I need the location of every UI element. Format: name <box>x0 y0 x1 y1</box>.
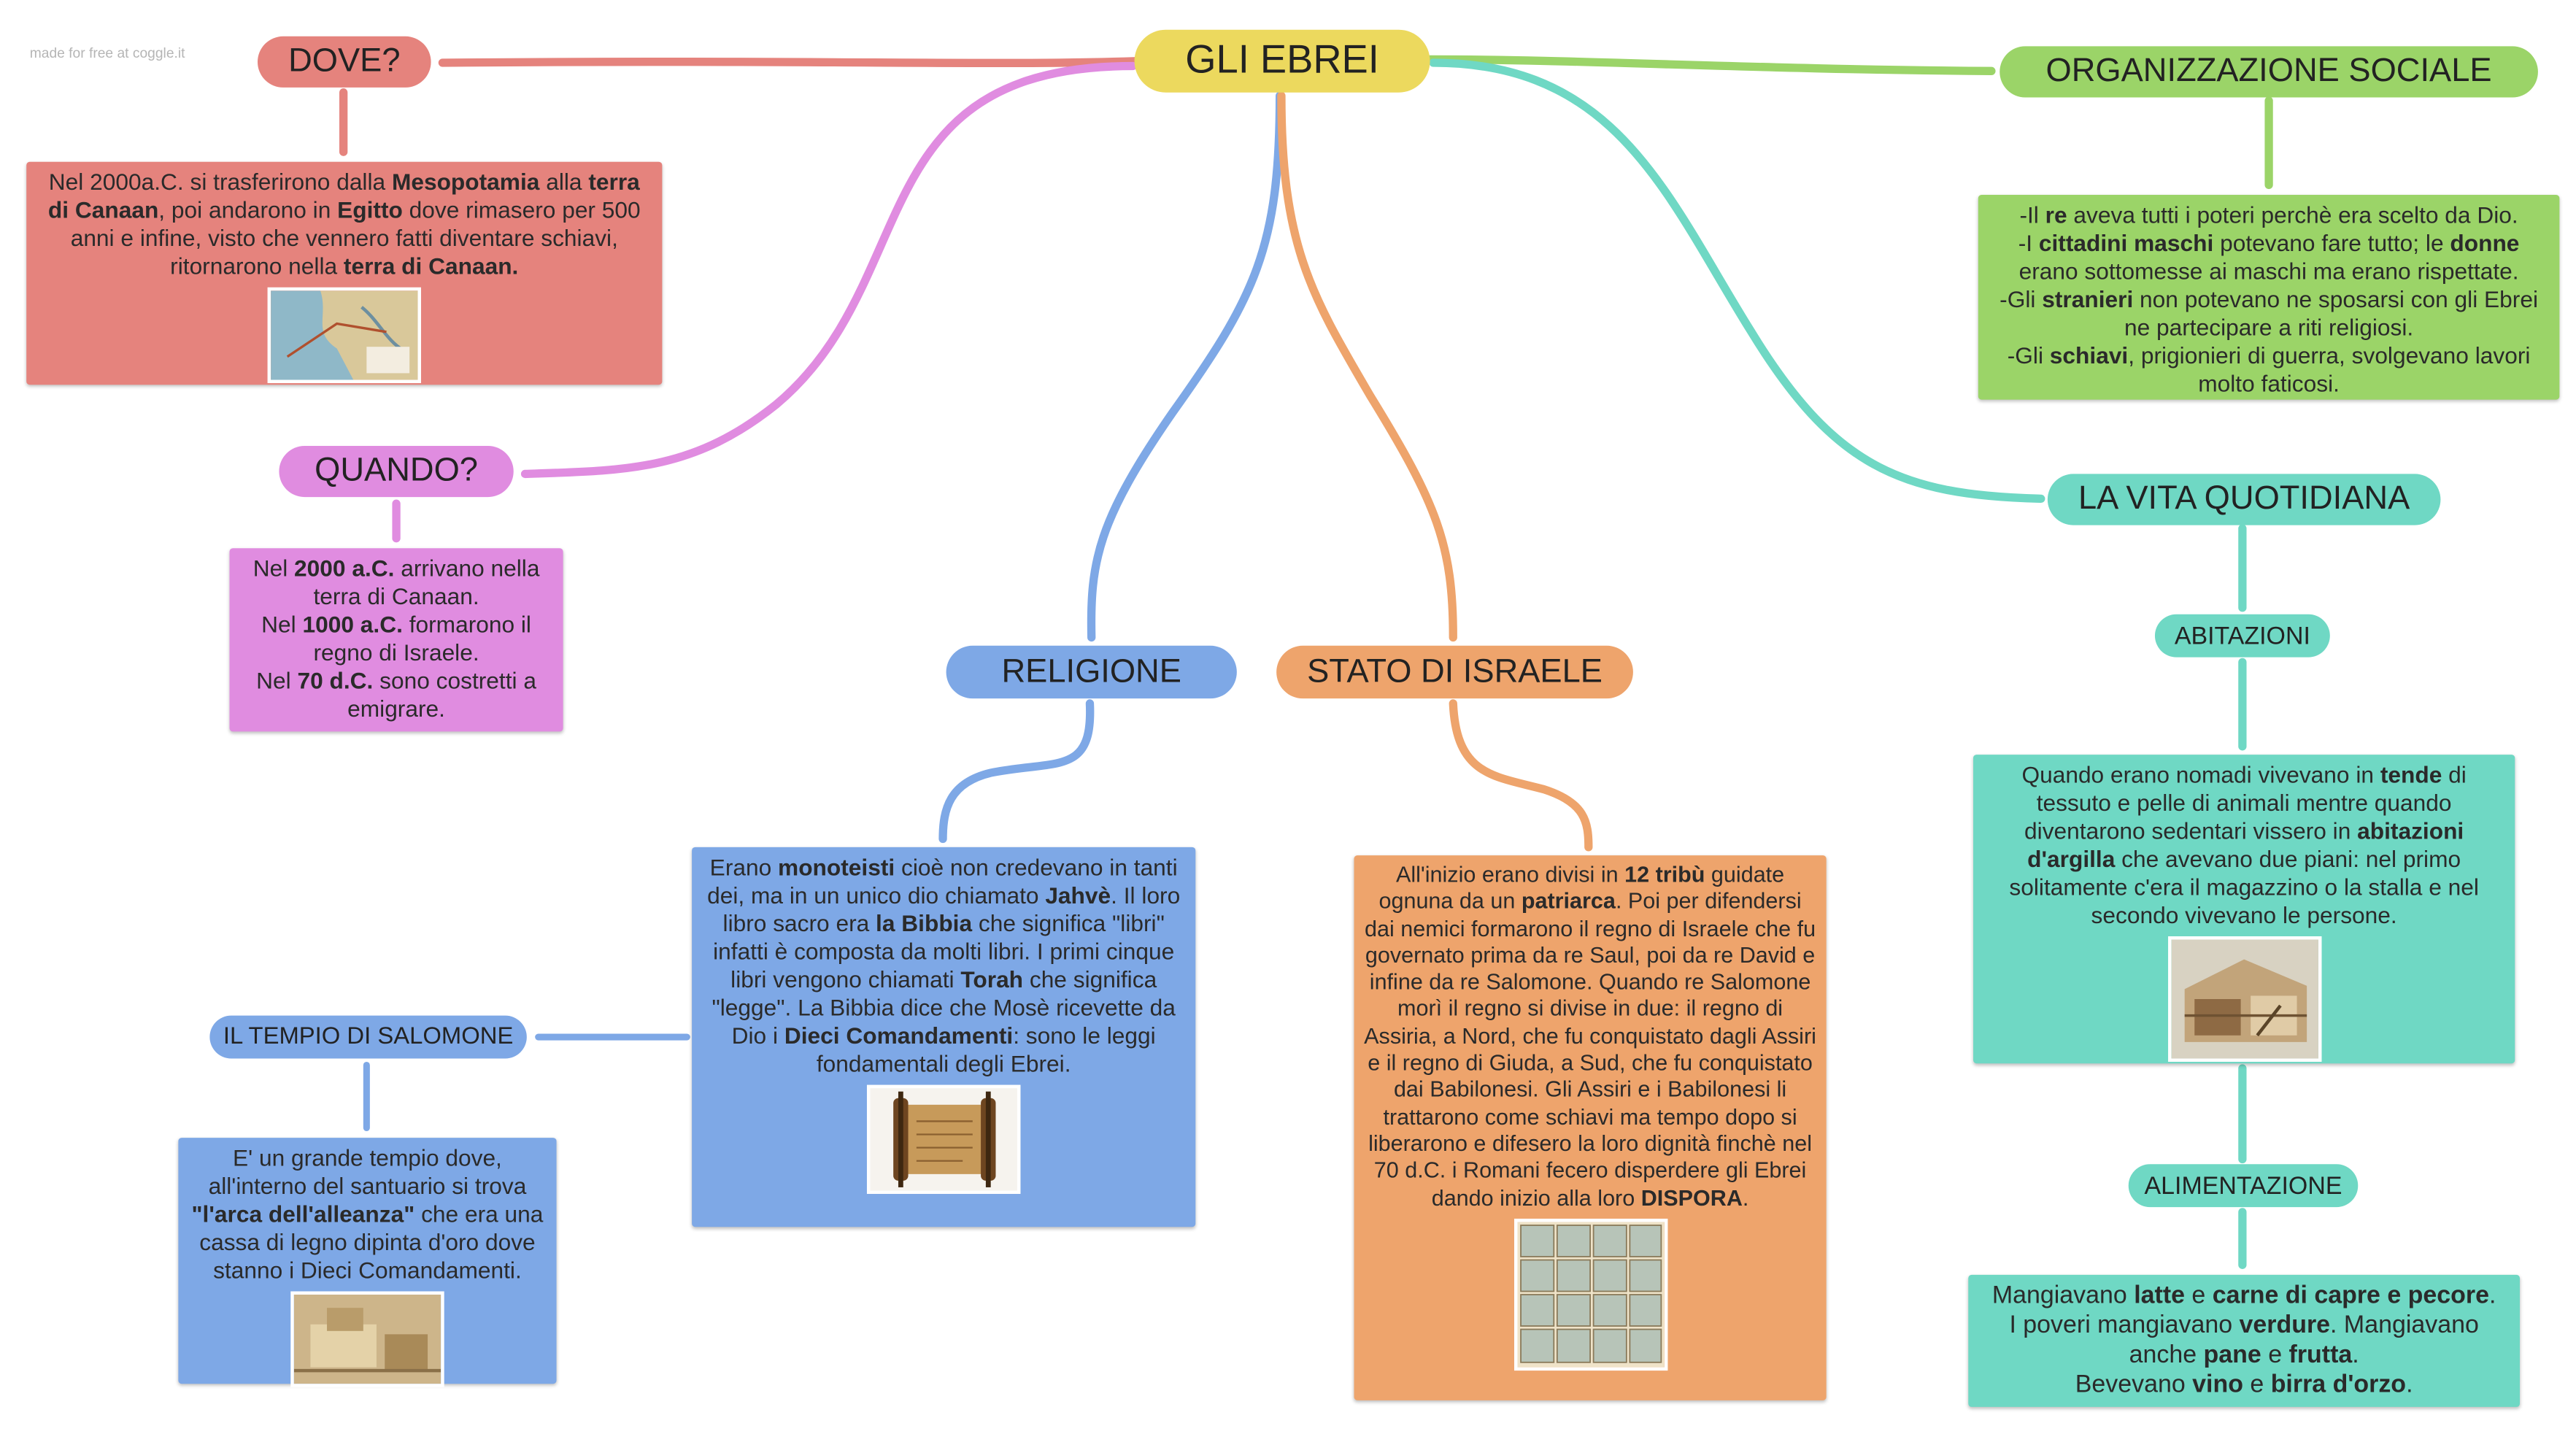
tempio-text: E' un grande tempio dove, all'interno de… <box>191 1144 544 1284</box>
dove-text: Nel 2000a.C. si trasferirono dalla Mesop… <box>47 168 641 280</box>
coggle-subtitle: made for free at coggle.it <box>29 45 185 61</box>
abitazioni-text-box: Quando erano nomadi vivevano in tende di… <box>1973 755 2515 1064</box>
node-tempio[interactable]: IL TEMPIO DI SALOMONE <box>209 1015 527 1059</box>
node-dove[interactable]: DOVE? <box>257 36 431 88</box>
stato-text: All'inizio erano divisi in 12 tribù guid… <box>1364 862 1816 1210</box>
link-root-stato <box>1277 91 1457 642</box>
node-stato[interactable]: STATO DI ISRAELE <box>1276 645 1633 699</box>
map-illustration <box>271 290 418 380</box>
abitazioni-text: Quando erano nomadi vivevano in tende di… <box>2009 761 2479 928</box>
tempio-text-box: E' un grande tempio dove, all'interno de… <box>178 1138 557 1387</box>
temple-image <box>290 1291 444 1387</box>
quando-text: Nel 2000 a.C. arrivano nella terra di Ca… <box>252 555 540 722</box>
quando-text-box: Nel 2000 a.C. arrivano nella terra di Ca… <box>229 548 563 732</box>
node-organizzazione[interactable]: ORGANIZZAZIONE SOCIALE <box>2000 46 2538 98</box>
religione-text-box: Erano monoteisti cioè non credevano in t… <box>692 847 1196 1227</box>
dove-text-box: Nel 2000a.C. si trasferirono dalla Mesop… <box>26 161 663 385</box>
religione-text: Erano monoteisti cioè non credevano in t… <box>707 853 1181 1077</box>
torah-scroll-image <box>866 1084 1021 1195</box>
tribes-mosaic <box>1516 1222 1664 1368</box>
canaan-map-image <box>267 287 422 383</box>
link-religione-box <box>938 699 1095 844</box>
house-image <box>2167 936 2321 1062</box>
tribes-image <box>1513 1218 1667 1371</box>
node-vita[interactable]: LA VITA QUOTIDIANA <box>2047 474 2441 525</box>
stato-text-box: All'inizio erano divisi in 12 tribù guid… <box>1354 855 1827 1400</box>
link-root-organizzazione <box>1425 55 1996 75</box>
alimentazione-text-box: Mangiavano latte e carne di capre e peco… <box>1968 1274 2521 1407</box>
scroll-illustration <box>893 1091 996 1187</box>
house-illustration <box>2170 939 2318 1059</box>
node-alimentazione[interactable]: ALIMENTAZIONE <box>2128 1164 2359 1208</box>
temple-illustration <box>293 1295 441 1384</box>
link-root-vita <box>1429 58 2045 504</box>
organizzazione-text-box: -Il re aveva tutti i poteri perchè era s… <box>1978 195 2560 400</box>
link-root-religione <box>1087 91 1284 642</box>
root-node[interactable]: GLI EBREI <box>1134 29 1430 93</box>
link-root-dove <box>438 57 1141 68</box>
node-abitazioni[interactable]: ABITAZIONI <box>2154 614 2330 658</box>
node-religione[interactable]: RELIGIONE <box>946 645 1237 699</box>
organizzazione-text: -Il re aveva tutti i poteri perchè era s… <box>2000 201 2539 397</box>
node-quando[interactable]: QUANDO? <box>279 445 514 498</box>
link-stato-box <box>1449 699 1593 852</box>
link-root-quando <box>520 61 1137 479</box>
alimentazione-text: Mangiavano latte e carne di capre e peco… <box>1991 1281 2496 1399</box>
